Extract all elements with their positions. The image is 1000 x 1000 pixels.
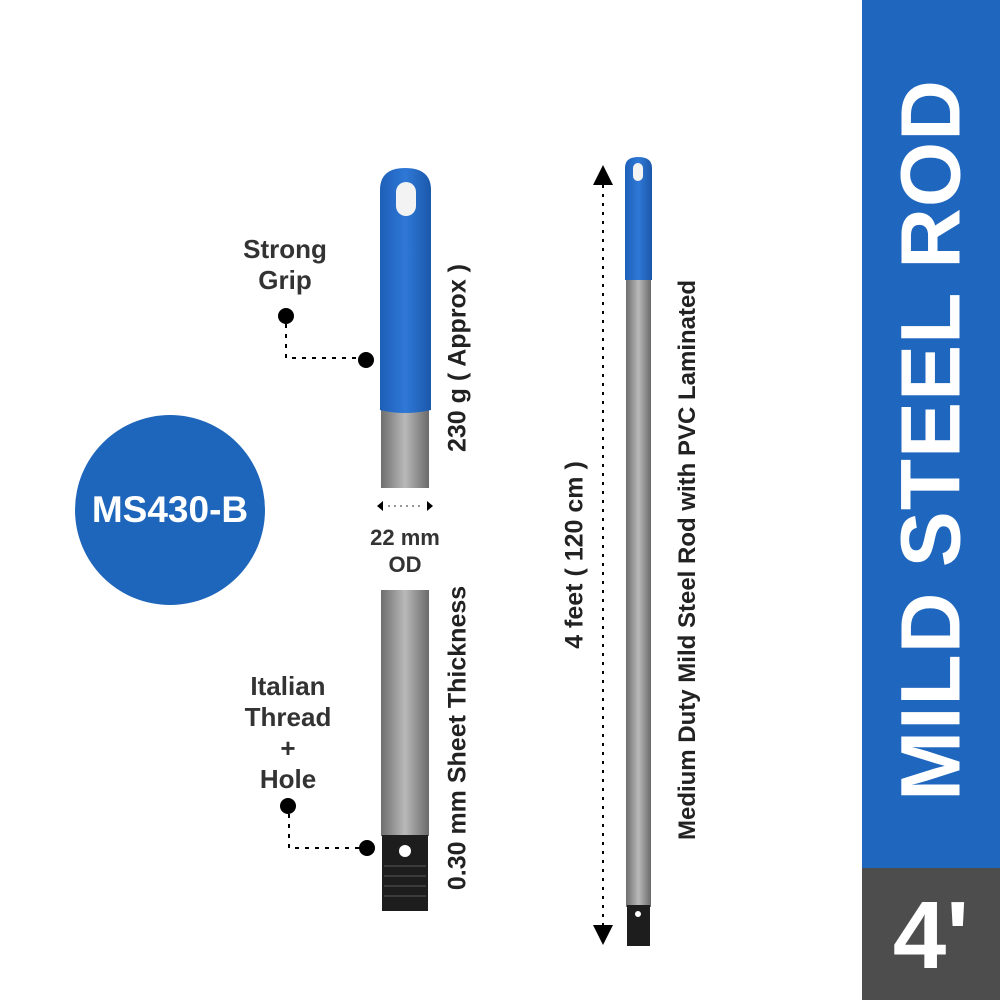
rod-closeup bbox=[380, 168, 431, 911]
grip-callout bbox=[278, 308, 374, 368]
thread-label-line: + bbox=[280, 733, 296, 763]
description-label: Medium Duty Mild Steel Rod with PVC Lami… bbox=[674, 279, 701, 841]
thread-label-line: Thread bbox=[244, 702, 332, 732]
model-badge: MS430-B bbox=[75, 415, 265, 605]
diameter-label: 22 mm OD bbox=[370, 524, 440, 578]
model-number: MS430-B bbox=[91, 489, 249, 530]
size-label: 4' bbox=[892, 882, 970, 989]
thread-label-line: Italian bbox=[250, 671, 326, 701]
rod-upper-section bbox=[381, 400, 429, 488]
weight-label: 230 g ( Approx ) bbox=[443, 264, 472, 452]
thread-callout bbox=[280, 798, 375, 856]
diameter-indicator bbox=[377, 501, 433, 511]
rod-lower-section bbox=[381, 590, 429, 836]
length-indicator bbox=[593, 165, 613, 945]
grip-label-line: Grip bbox=[258, 265, 312, 295]
thread-hole bbox=[399, 845, 411, 857]
diameter-value: 22 mm bbox=[370, 525, 440, 550]
thread-label-line: Hole bbox=[259, 764, 317, 794]
rod-full bbox=[625, 157, 652, 946]
diameter-unit: OD bbox=[388, 552, 422, 577]
thickness-label: 0.30 mm Sheet Thickness bbox=[443, 585, 472, 891]
size-banner bbox=[862, 868, 1000, 1000]
length-label: 4 feet ( 120 cm ) bbox=[560, 461, 589, 649]
grip-handle-full bbox=[625, 157, 652, 280]
thread-label: Italian Thread + Hole bbox=[245, 671, 332, 795]
grip-label: Strong Grip bbox=[243, 234, 327, 296]
grip-label-line: Strong bbox=[243, 234, 327, 264]
title-banner bbox=[862, 0, 1000, 868]
grip-handle bbox=[380, 168, 431, 413]
hang-hole bbox=[396, 182, 416, 216]
